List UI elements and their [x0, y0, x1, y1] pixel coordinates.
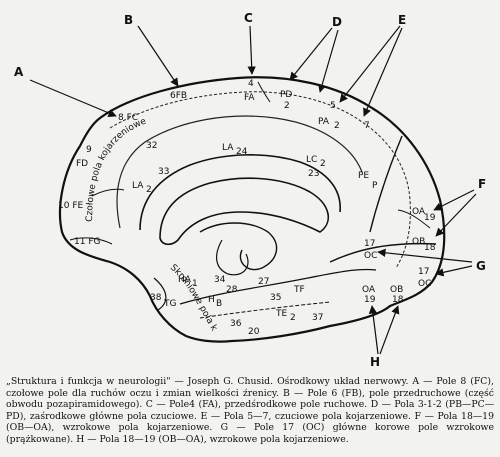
field-28: 28: [226, 285, 238, 295]
field-pe-p: P: [372, 181, 378, 191]
cingulate-sulcus: [116, 115, 363, 229]
field-9: 9: [86, 145, 92, 155]
field-11fg: 11 FG: [74, 237, 100, 247]
uncus: [153, 277, 167, 311]
field-la2: LA: [132, 181, 144, 191]
field-32: 32: [146, 141, 157, 151]
field-20: 20: [248, 327, 260, 337]
arrow-A: [29, 79, 117, 117]
field-la24: LA: [222, 143, 234, 153]
field-27: 27: [258, 277, 269, 287]
callosal-sulcus: [139, 154, 341, 231]
field-33: 33: [158, 167, 169, 177]
letter-A: A: [14, 65, 24, 79]
field-pa: PA: [318, 117, 330, 127]
field-fa: FA: [244, 93, 255, 103]
field-la2-num: 2: [146, 185, 152, 195]
letter-F: F: [478, 177, 486, 191]
arrow-H2: [379, 305, 400, 355]
arrow-B: [137, 25, 179, 87]
occipital-sulcus: [397, 209, 431, 229]
frontal-sulcus-2: [69, 237, 113, 245]
letter-D: D: [332, 15, 342, 29]
field-5: 5: [330, 101, 336, 111]
field-34: 34: [214, 275, 226, 285]
brain-outline: [58, 76, 446, 343]
letter-E: E: [398, 13, 406, 27]
arrow-C: [247, 25, 256, 75]
brain-svg: A B C D E F G H 6FB 4 FA PD 2 5 PA 2 7 8…: [0, 0, 486, 369]
field-oa19: 19: [424, 213, 436, 223]
field-fd: FD: [76, 159, 88, 169]
field-ob: OB: [412, 237, 425, 247]
brain-diagram: A B C D E F G H 6FB 4 FA PD 2 5 PA 2 7 8…: [0, 0, 486, 369]
field-38: 38: [150, 293, 162, 303]
letter-C: C: [244, 11, 253, 25]
field-23: 23: [308, 169, 319, 179]
temporal-sulcus-2: [199, 301, 331, 319]
field-lc2: 2: [320, 159, 326, 169]
field-da: OA: [362, 285, 376, 295]
brainstem-notch: [216, 239, 249, 276]
field-lc: LC: [306, 155, 317, 165]
field-pd: PD: [280, 90, 292, 100]
field-dob18: 18: [392, 295, 404, 305]
field-17b: 17: [418, 267, 429, 277]
field-17a: 17: [364, 239, 375, 249]
corpus-callosum: [159, 177, 330, 246]
field-la24-num: 24: [236, 147, 248, 157]
fornix: [199, 222, 278, 271]
field-dob: OB: [390, 285, 403, 295]
letter-H: H: [370, 355, 380, 369]
field-ha1: 1: [192, 279, 198, 289]
figure-caption: „Struktura i funkcja w neurologii" — Jos…: [6, 376, 494, 445]
arrow-E1: [339, 25, 401, 103]
arrow-D2: [318, 29, 339, 93]
field-pa2: 2: [334, 121, 340, 131]
field-35: 35: [270, 293, 281, 303]
field-ob18: 18: [424, 243, 436, 253]
field-8fc: 8 FC: [118, 113, 138, 123]
arrow-G1: [377, 248, 473, 263]
arrow-F2: [435, 193, 477, 237]
field-7: 7: [364, 121, 370, 131]
calcarine-sulcus: [329, 242, 437, 263]
frontal-sulcus: [91, 188, 125, 197]
field-hb-b: B: [216, 299, 222, 309]
arrow-D: [289, 27, 333, 81]
field-oa: OA: [412, 207, 426, 217]
letter-G: G: [476, 259, 486, 273]
field-ha: HA: [178, 275, 192, 285]
parieto-occipital-sulcus: [369, 135, 403, 233]
letter-B: B: [124, 13, 133, 27]
field-6fb: 6FB: [170, 91, 187, 101]
field-37: 37: [312, 313, 323, 323]
field-oc-a: OC: [364, 251, 377, 261]
field-pd2: 2: [284, 101, 290, 111]
field-4: 4: [248, 79, 254, 89]
field-10fe: 10 FE: [58, 201, 83, 211]
field-tf: TF: [293, 285, 305, 295]
field-da19: 19: [364, 295, 376, 305]
field-te2: 2: [290, 313, 296, 323]
arrow-G2: [435, 265, 473, 277]
central-notch: [257, 81, 271, 103]
field-pe: PE: [358, 171, 369, 181]
arrow-H1: [368, 305, 379, 355]
field-tg: TG: [163, 299, 176, 309]
field-te: TE: [275, 309, 287, 319]
field-hb: H: [208, 295, 215, 305]
arrow-F1: [433, 189, 475, 211]
temporal-sulcus-1: [179, 268, 377, 305]
field-36: 36: [230, 319, 242, 329]
arrow-E2: [363, 27, 403, 117]
field-oc-b: OC: [418, 279, 431, 289]
